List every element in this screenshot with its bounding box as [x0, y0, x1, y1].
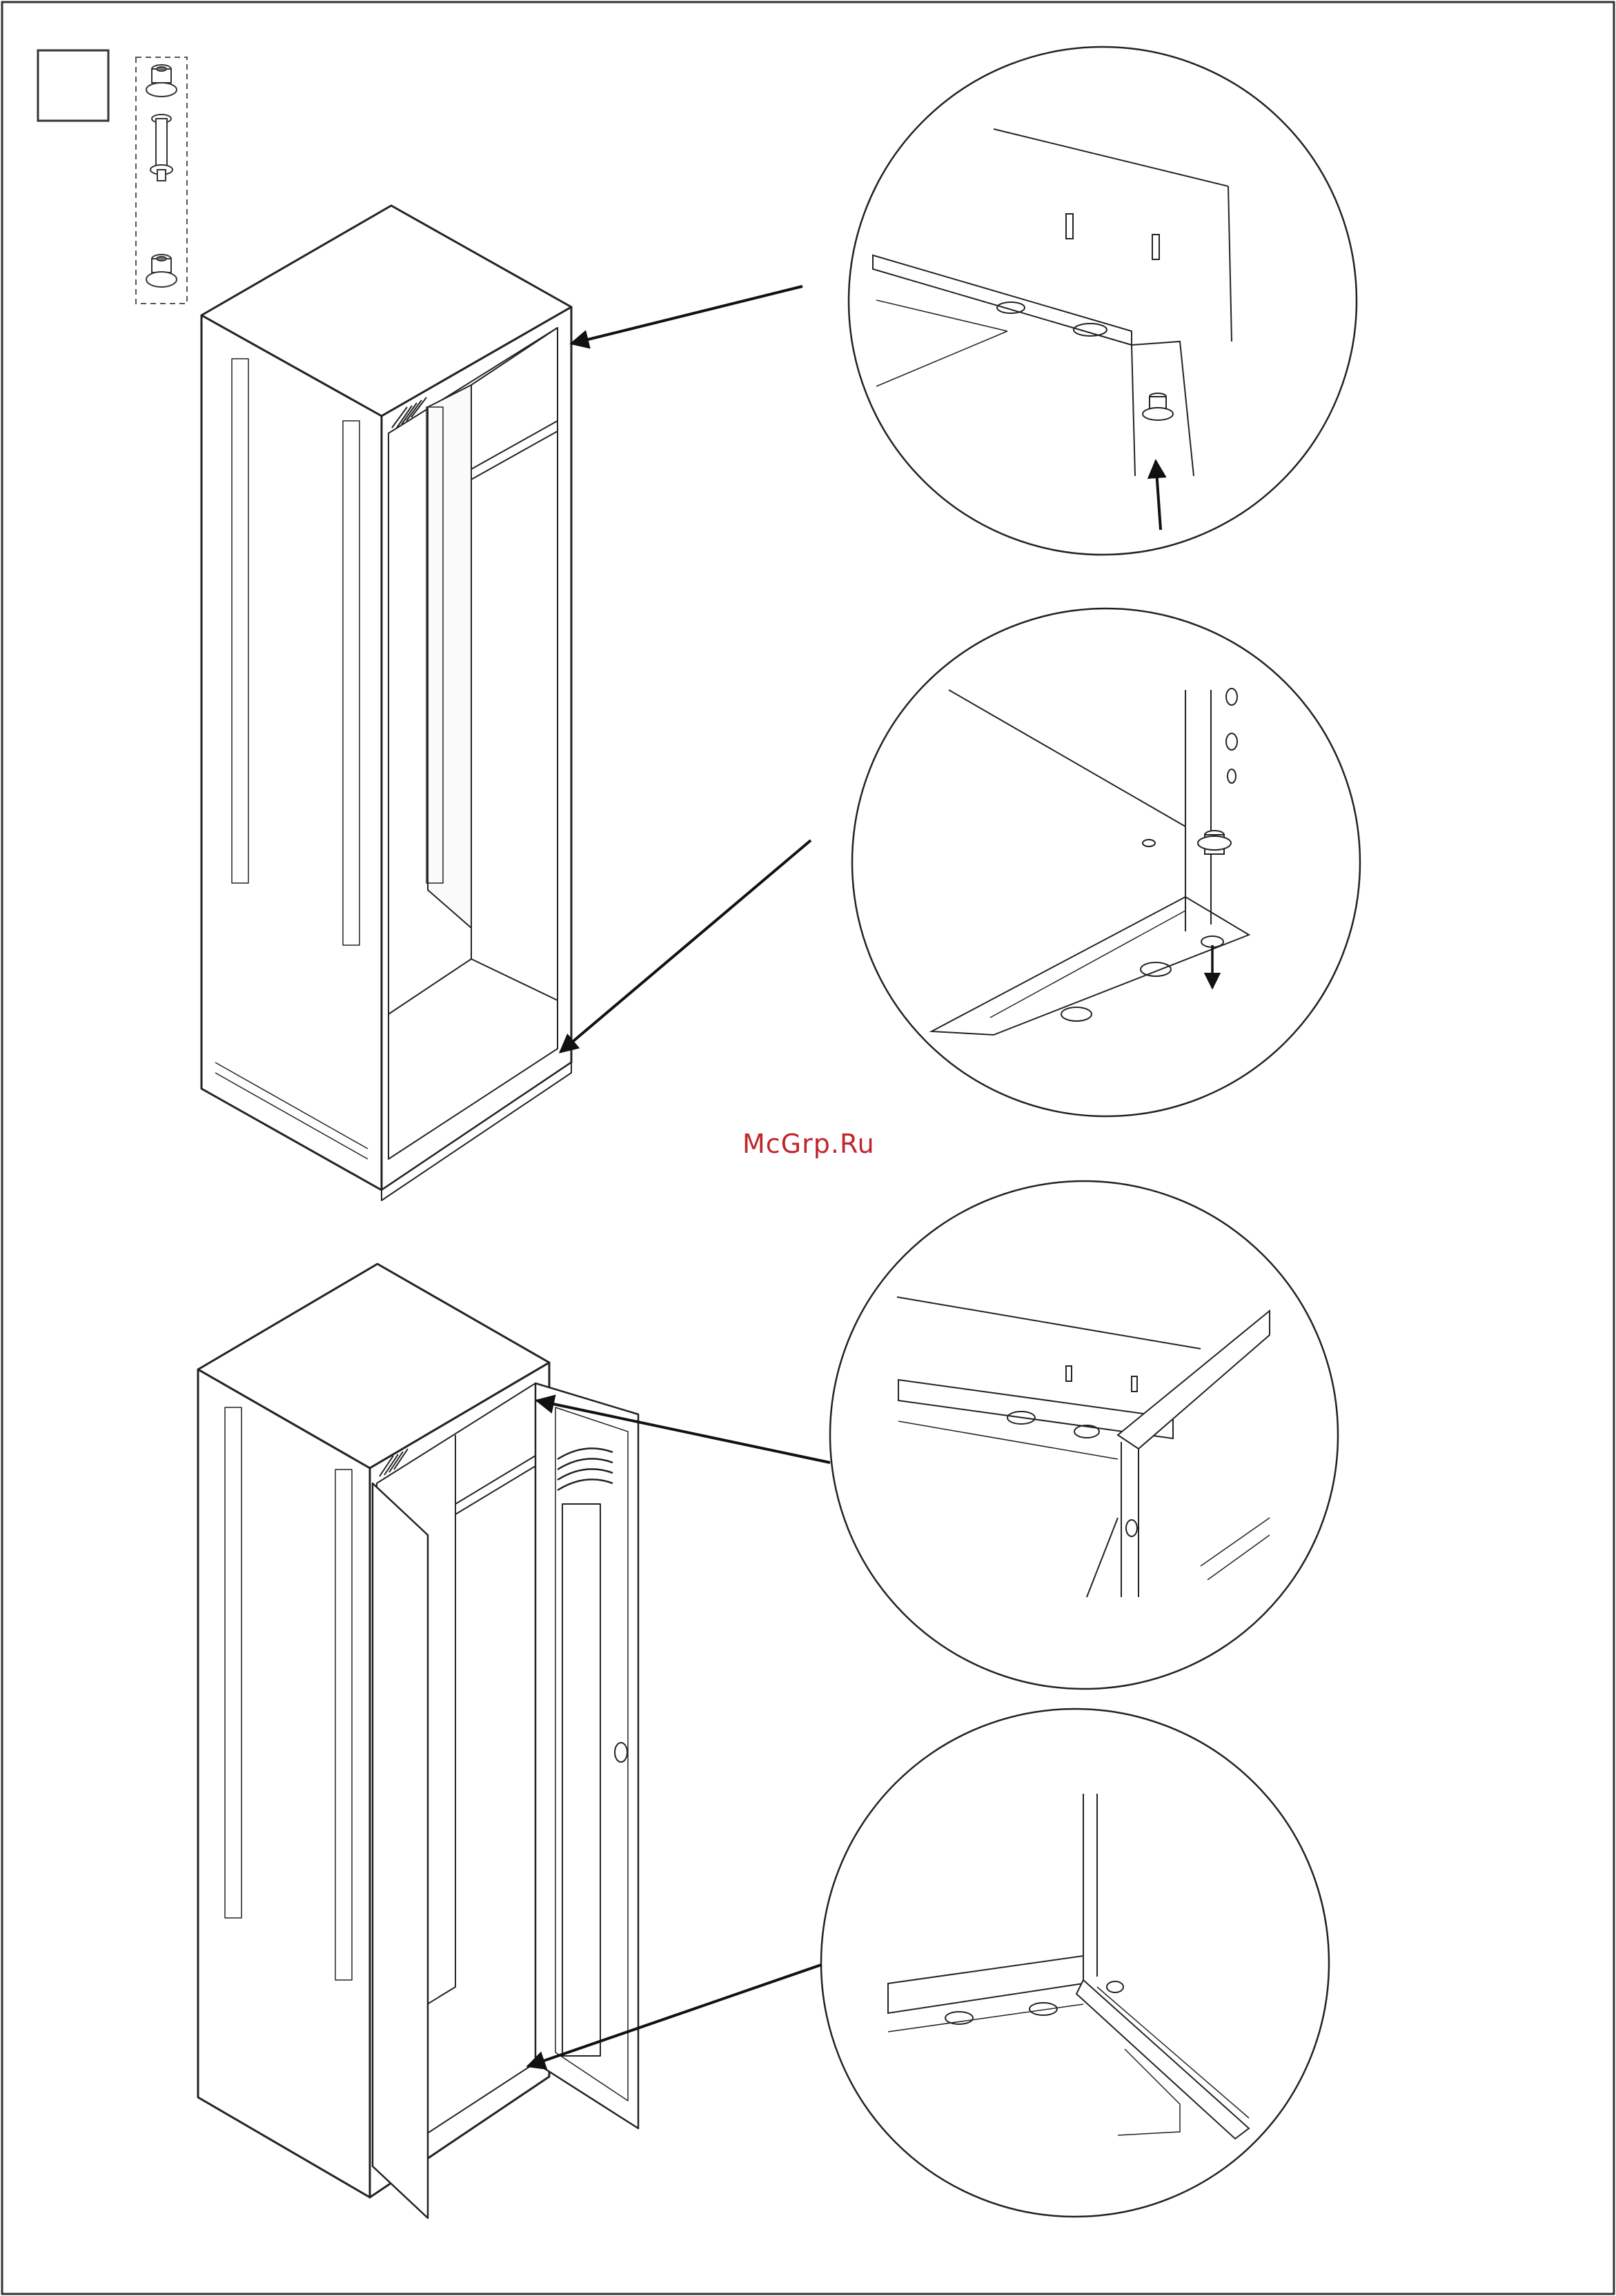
step-number-label — [38, 50, 108, 121]
detail-circle-2 — [852, 608, 1360, 1116]
arrow-icon — [571, 286, 802, 344]
hinge-bushing-bottom-icon — [146, 255, 177, 287]
arrow-icon — [560, 840, 811, 1052]
door-near — [373, 1483, 428, 2218]
hinge-bushing-top-icon — [146, 65, 177, 97]
detail-circle-1 — [849, 47, 1357, 555]
detail-circle-3 — [830, 1181, 1338, 1689]
hinge-pin-icon — [150, 115, 173, 181]
parts-kit — [136, 57, 187, 304]
watermark: McGrp.Ru — [742, 1129, 875, 1159]
cabinet-top-view — [201, 206, 571, 1200]
detail-circle-4 — [821, 1709, 1329, 2217]
door-lock — [615, 1743, 627, 1762]
